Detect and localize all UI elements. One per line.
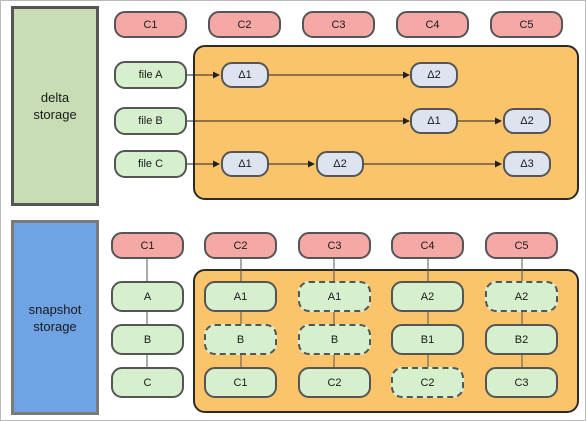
delta-storage-panel: delta storage: [11, 6, 99, 206]
snapshot-commit-c4: C4: [391, 232, 464, 259]
delta-b-1: Δ1: [410, 108, 458, 134]
delta-b-2: Δ2: [503, 108, 551, 134]
snapshot-c4-file-b: B1: [391, 324, 464, 355]
snapshot-commit-c3: C3: [298, 232, 371, 259]
snapshot-c5-file-c: C3: [485, 367, 558, 398]
snapshot-c1-file-c: C: [111, 367, 184, 398]
snapshot-c3-file-c: C2: [298, 367, 371, 398]
top-commit-c5: C5: [490, 11, 563, 38]
delta-storage-label: delta storage: [33, 90, 77, 122]
snapshot-storage-label: snapshot storage: [28, 301, 82, 334]
delta-c-3: Δ3: [503, 151, 551, 177]
snapshot-commit-c2: C2: [204, 232, 277, 259]
snapshot-c4-file-a: A2: [391, 281, 464, 312]
snapshot-c1-file-a: A: [111, 281, 184, 312]
delta-file-b: file B: [114, 107, 187, 135]
delta-file-c: file C: [114, 150, 187, 178]
top-commit-c1: C1: [114, 11, 187, 38]
snapshot-c1-file-b: B: [111, 324, 184, 355]
delta-c-2: Δ2: [316, 151, 364, 177]
snapshot-c3-file-b-link: B: [298, 324, 371, 355]
snapshot-c5-file-b: B2: [485, 324, 558, 355]
top-commit-c3: C3: [302, 11, 375, 38]
snapshot-c3-file-a-link: A1: [298, 281, 371, 312]
snapshot-c2-file-b-link: B: [204, 324, 277, 355]
snapshot-c2-file-a: A1: [204, 281, 277, 312]
snapshot-c4-file-c-link: C2: [391, 367, 464, 398]
top-commit-c4: C4: [396, 11, 469, 38]
delta-a-2: Δ2: [410, 62, 458, 88]
snapshot-storage-panel: snapshot storage: [11, 220, 99, 415]
snapshot-c2-file-c: C1: [204, 367, 277, 398]
snapshot-commit-c5: C5: [485, 232, 558, 259]
delta-a-1: Δ1: [221, 62, 269, 88]
snapshot-c5-file-a-link: A2: [485, 281, 558, 312]
delta-c-1: Δ1: [221, 151, 269, 177]
delta-file-a: file A: [114, 61, 187, 89]
top-commit-c2: C2: [208, 11, 281, 38]
snapshot-commit-c1: C1: [111, 232, 184, 259]
